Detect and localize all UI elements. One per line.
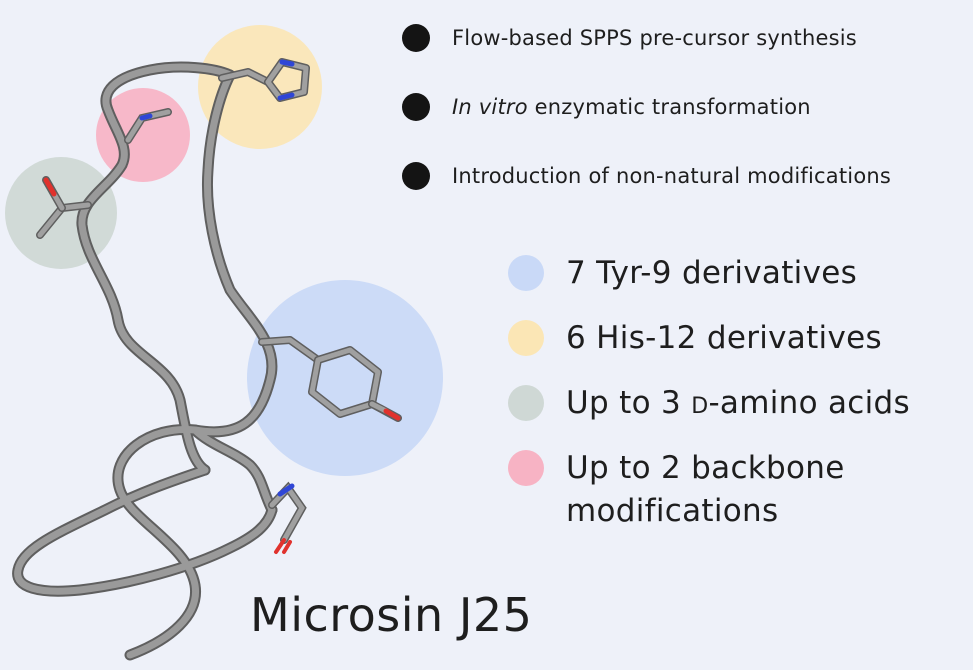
step-item: In vitro enzymatic transformation [402, 89, 891, 125]
step-label: Introduction of non-natural modification… [452, 164, 892, 188]
legend-item: Up to 3 d-amino acids [508, 382, 910, 425]
step-item: Introduction of non-natural modification… [402, 158, 891, 194]
bullet-dot [402, 93, 430, 121]
lower-sidechain [268, 481, 307, 554]
legend-item: 6 His-12 derivatives [508, 317, 910, 360]
peptide-backbone [12, 61, 278, 661]
legend-label: 7 Tyr-9 derivatives [566, 255, 858, 291]
histidine-sidechain [218, 58, 310, 102]
bullet-dot [402, 24, 430, 52]
highlight-tyr [247, 280, 443, 476]
workflow-steps: Flow-based SPPS pre-cursor synthesis In … [402, 20, 891, 227]
legend-label: 6 His-12 derivatives [566, 320, 882, 356]
legend-label: Up to 3 d-amino acids [566, 385, 910, 421]
diagram-title: Microsin J25 [250, 588, 533, 642]
modification-legend: 7 Tyr-9 derivatives 6 His-12 derivatives… [508, 252, 910, 555]
step-label: In vitro enzymatic transformation [452, 95, 811, 119]
step-label: Flow-based SPPS pre-cursor synthesis [452, 26, 857, 50]
tyrosine-sidechain [258, 336, 402, 422]
step-item: Flow-based SPPS pre-cursor synthesis [402, 20, 891, 56]
legend-dot-d-amino [508, 385, 544, 421]
legend-item: 7 Tyr-9 derivatives [508, 252, 910, 295]
legend-dot-backbone [508, 450, 544, 486]
legend-dot-his [508, 320, 544, 356]
backbone-mod-sidechain [124, 108, 172, 144]
d-amino-sidechain [36, 176, 92, 239]
bullet-dot [402, 162, 430, 190]
highlight-his [198, 25, 322, 149]
legend-dot-tyr [508, 255, 544, 291]
